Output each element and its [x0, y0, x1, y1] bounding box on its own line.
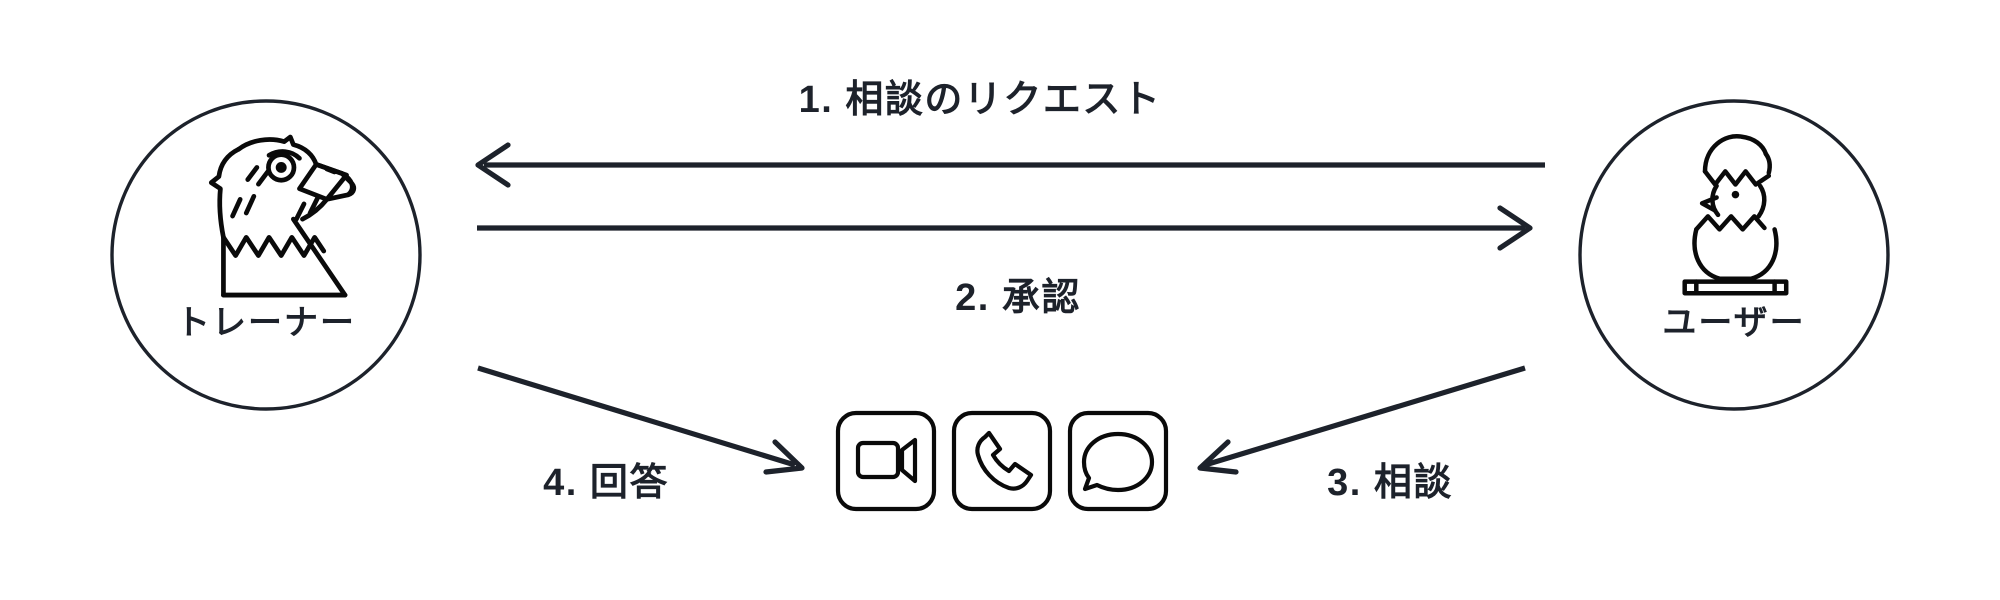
- flow-label-4: 4. 回答: [543, 462, 669, 504]
- flow-arrow-1: [475, 142, 1545, 188]
- flow-label-1: 1. 相談のリクエスト: [799, 79, 1162, 121]
- user-label: ユーザー: [1662, 304, 1805, 342]
- chat-bubble-icon: [1081, 431, 1155, 493]
- eagle-head-icon: [208, 134, 357, 298]
- communication-channels: [835, 410, 1169, 512]
- trainer-circle: [110, 99, 422, 411]
- flow-label-3: 3. 相談: [1327, 462, 1453, 504]
- chat-tile: [1067, 410, 1169, 512]
- flow-arrow-3: [1197, 365, 1526, 475]
- phone-tile: [951, 410, 1053, 512]
- node-trainer[interactable]: トレーナー: [110, 99, 422, 411]
- flow-label-2: 2. 承認: [955, 277, 1081, 319]
- channel-video[interactable]: [835, 410, 937, 512]
- hatching-chick-icon: [1682, 133, 1789, 296]
- channel-chat[interactable]: [1067, 410, 1169, 512]
- trainer-label: トレーナー: [176, 304, 356, 342]
- flow-arrow-2: [477, 205, 1533, 251]
- node-user[interactable]: ユーザー: [1578, 99, 1890, 411]
- video-camera-icon: [855, 437, 918, 484]
- user-circle: [1578, 99, 1890, 411]
- channel-phone[interactable]: [951, 410, 1053, 512]
- flow-arrow-4: [477, 365, 805, 475]
- phone-icon: [975, 430, 1034, 491]
- video-tile: [835, 410, 937, 512]
